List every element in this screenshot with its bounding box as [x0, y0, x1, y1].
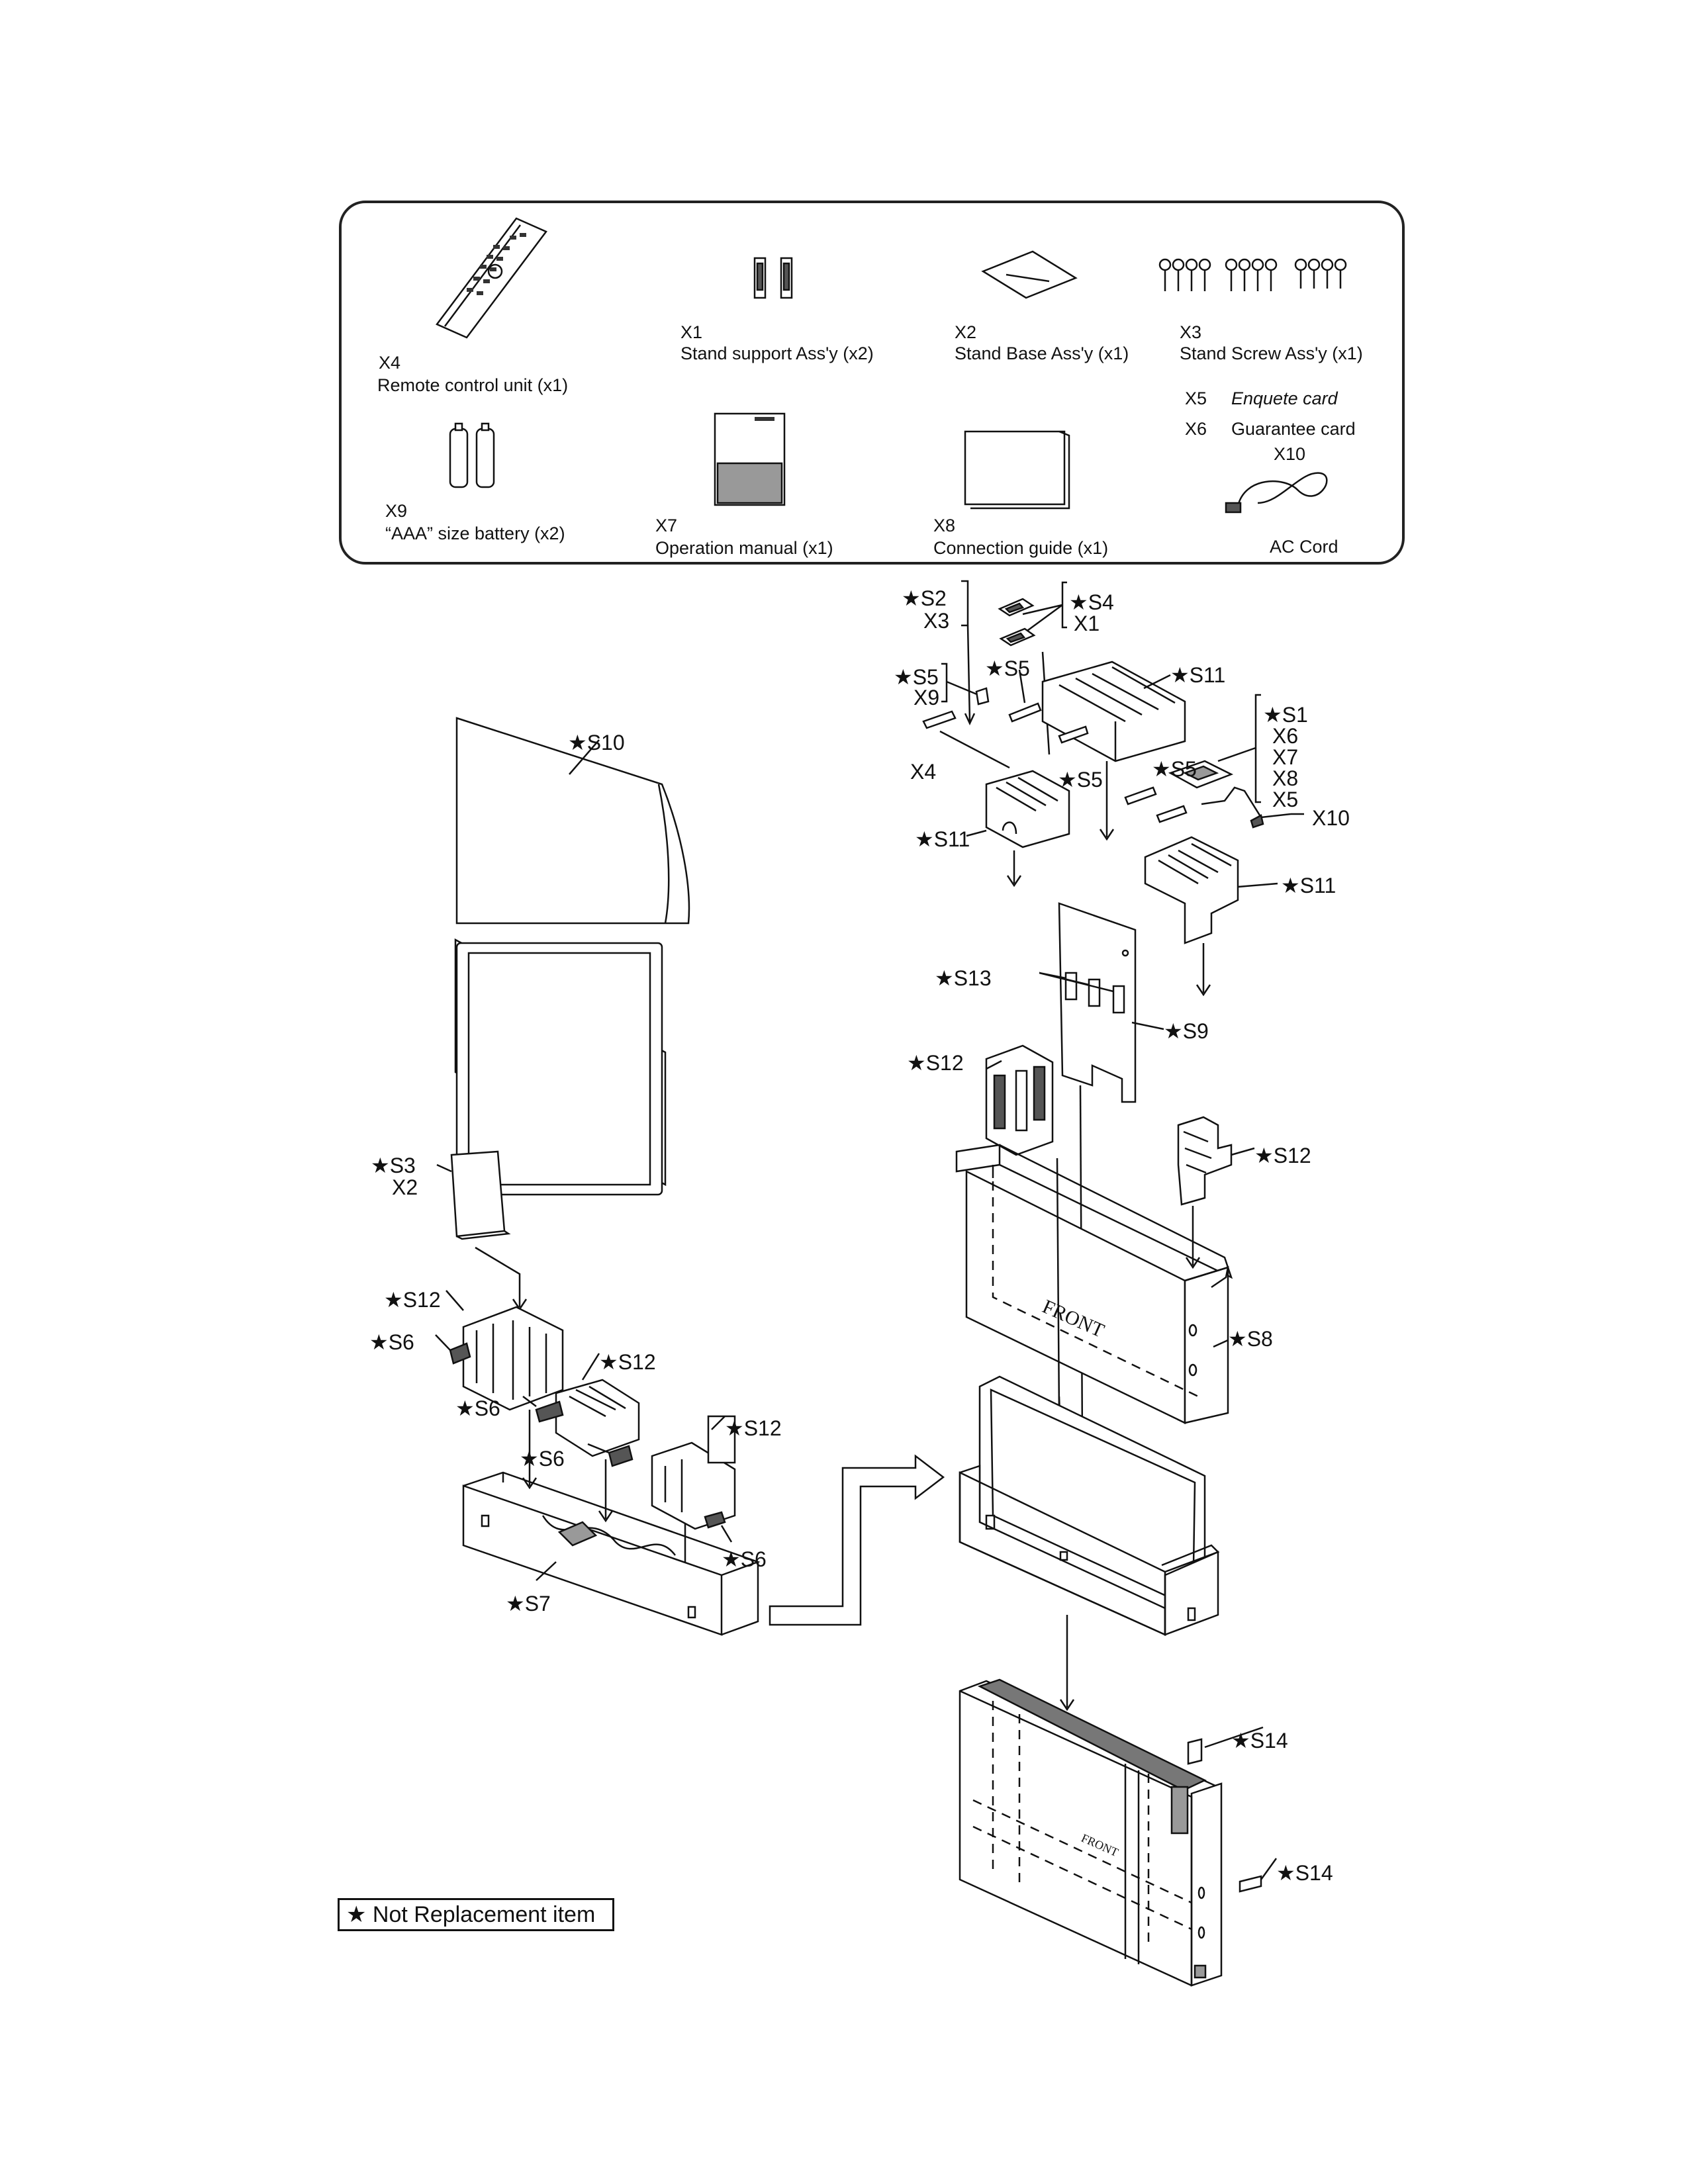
stand-base-illustration: [981, 250, 1078, 299]
final-carton-illustration: [959, 1678, 1223, 1987]
callout-s6-c: ★S6: [520, 1447, 565, 1471]
callout-s13: ★S13: [935, 966, 992, 990]
callout-x8: X8: [1272, 766, 1299, 790]
x7-code: X7: [655, 516, 678, 535]
stand-base-packed-illustration: [450, 1150, 511, 1240]
right-middle-cushion-illustration: [985, 1044, 1054, 1156]
callout-s11-left: ★S11: [915, 827, 970, 851]
top-long-cushion-illustration: [1041, 660, 1186, 762]
protective-bag-illustration: [455, 717, 690, 925]
callout-s9: ★S9: [1164, 1019, 1209, 1043]
stand-support-illustration: [753, 257, 793, 299]
x1-name: Stand support Ass'y (x2): [680, 343, 874, 363]
stand-screws-illustration: [1158, 258, 1347, 291]
x4-name: Remote control unit (x1): [377, 375, 569, 395]
callout-s12-right-mid: ★S12: [1254, 1144, 1311, 1167]
callout-s11-top: ★S11: [1170, 663, 1226, 687]
left-tray-illustration: [462, 1471, 761, 1636]
x2-name: Stand Base Ass'y (x1): [955, 343, 1129, 363]
callout-x6: X6: [1272, 724, 1299, 748]
x4-code: X4: [379, 353, 401, 373]
operation-manual-illustration: [714, 412, 786, 506]
x9-name: “AAA” size battery (x2): [385, 523, 565, 543]
callout-s6-d: ★S6: [722, 1547, 767, 1571]
x10-name: AC Cord: [1270, 537, 1338, 557]
x9-code: X9: [385, 501, 408, 521]
x3-name: Stand Screw Ass'y (x1): [1180, 343, 1363, 363]
callout-x9: X9: [914, 686, 940, 709]
callout-x10: X10: [1312, 806, 1350, 830]
callout-s2: ★S2: [902, 586, 947, 610]
callout-x7: X7: [1272, 745, 1299, 769]
callout-x5: X5: [1272, 788, 1299, 811]
callout-s8: ★S8: [1228, 1327, 1273, 1351]
remote-control-illustration: [436, 217, 547, 339]
x10-code: X10: [1274, 444, 1306, 464]
s1-bracket: [1217, 694, 1261, 803]
partition-sheet-illustration: [1058, 902, 1137, 1103]
callout-s3: ★S3: [371, 1154, 416, 1177]
ac-cord-illustration: [1225, 472, 1328, 514]
callout-s4: ★S4: [1069, 590, 1114, 614]
callout-s5-c: ★S5: [1058, 768, 1103, 792]
left-top-cushion-illustration: [985, 770, 1070, 848]
tv-panel-illustration: [454, 938, 667, 1196]
x7-name: Operation manual (x1): [655, 538, 833, 558]
s2-bracket: [961, 580, 976, 725]
callout-s12-a: ★S12: [384, 1288, 441, 1312]
callout-x4: X4: [910, 760, 937, 784]
outer-carton-illustration: [955, 1144, 1233, 1424]
x3-code: X3: [1180, 322, 1202, 342]
x8-code: X8: [933, 516, 956, 535]
callout-s1: ★S1: [1263, 703, 1308, 727]
x2-code: X2: [955, 322, 977, 342]
accessories-panel: [339, 201, 1405, 565]
callout-s12-b: ★S12: [599, 1350, 656, 1374]
right-side-cushion-illustration: [1177, 1116, 1233, 1206]
callout-leaders: [435, 674, 1304, 1880]
callout-x1: X1: [1074, 612, 1100, 635]
s4-bracket: [1022, 581, 1067, 635]
x8-name: Connection guide (x1): [933, 538, 1109, 558]
left-cushion-b-illustration: [535, 1379, 640, 1457]
callout-s6-a: ★S6: [369, 1330, 414, 1354]
legend-not-replacement: ★ Not Replacement item: [338, 1898, 614, 1931]
x5-name: Enquete card: [1231, 388, 1338, 408]
x6-name: Guarantee card: [1231, 419, 1356, 439]
x1-code: X1: [680, 322, 703, 342]
right-top-cushion-illustration: [1144, 836, 1239, 944]
left-cushion-a-illustration: [449, 1306, 564, 1411]
x6-code: X6: [1185, 419, 1207, 439]
callout-s7: ★S7: [506, 1592, 551, 1615]
callout-s14-b: ★S14: [1276, 1861, 1333, 1885]
left-cushion-c-illustration: [608, 1415, 736, 1530]
callout-s6-b: ★S6: [455, 1396, 500, 1420]
callout-s5-d: ★S5: [1152, 757, 1197, 781]
stand-support-packed-illustration: [998, 598, 1036, 647]
callout-s10: ★S10: [568, 731, 625, 754]
assembly-flow-arrow: [769, 1454, 945, 1626]
s5-bracket: [941, 662, 979, 703]
callout-x3: X3: [923, 609, 950, 633]
callout-s5-b: ★S5: [985, 657, 1030, 680]
callout-s11-right: ★S11: [1281, 874, 1336, 897]
callout-s12-right-top: ★S12: [907, 1051, 964, 1075]
callout-x2: X2: [392, 1175, 418, 1199]
callout-s12-c: ★S12: [725, 1416, 782, 1440]
callout-s5-a: ★S5: [894, 665, 939, 689]
connection-guide-illustration: [964, 430, 1070, 510]
battery-illustration: [449, 422, 495, 488]
tray-with-panel-illustration: [959, 1375, 1220, 1636]
callout-s14-a: ★S14: [1231, 1729, 1288, 1752]
x5-code: X5: [1185, 388, 1207, 408]
